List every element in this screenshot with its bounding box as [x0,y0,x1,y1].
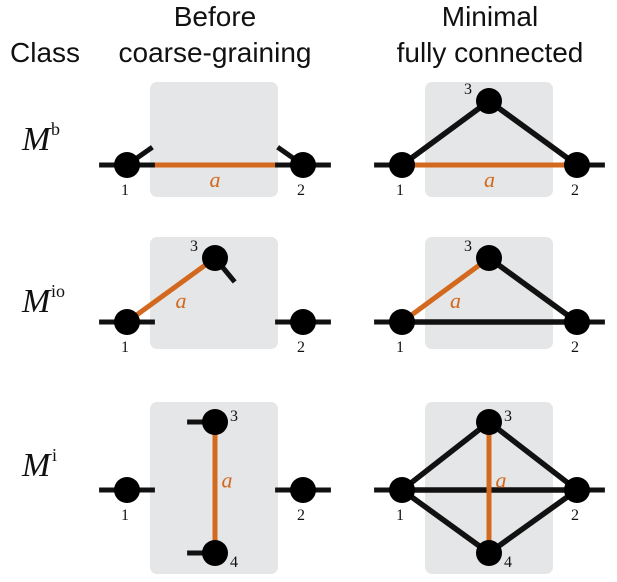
node-label-io-minimal-3: 3 [464,238,472,255]
panel-io-before [150,237,278,349]
edge-label-i-minimal: a [496,468,507,493]
class-label-i: M i [21,445,57,484]
node-i-minimal-1 [389,477,415,503]
edge-i-minimal-3-2 [487,419,579,493]
header-before-line1: Before [174,1,257,32]
node-i-minimal-4 [476,540,502,566]
node-label-io-minimal-1: 1 [396,339,404,356]
header-minimal-line2: fully connected [397,37,584,68]
stub-b-before-1-2 [134,145,154,161]
edge-label-b-minimal: a [484,167,495,192]
label-layer: a 1 2 a 1 2 3 a 1 2 3 a 1 2 3 a 1 2 3 4 a 1 2 3 4 [121,81,579,571]
node-label-io-before-3: 3 [190,238,198,255]
edge-label-i-before: a [222,468,233,493]
edge-i-minimal-1-3 [400,419,491,493]
node-label-b-minimal-3: 3 [464,81,472,98]
node-i-before-2 [290,477,316,503]
header-before-line2: coarse-graining [119,37,312,68]
node-io-before-1 [114,309,140,335]
svg-text:M: M [21,121,52,158]
node-label-io-before-2: 2 [297,339,305,356]
node-i-before-3 [202,409,228,435]
panel-b-minimal [425,82,553,197]
edge-label-b-before: a [210,167,221,192]
node-io-before-2 [290,309,316,335]
node-label-i-before-3: 3 [230,408,238,425]
svg-text:i: i [52,445,57,465]
node-layer [114,88,590,566]
node-b-minimal-3 [476,88,502,114]
node-b-before-2 [290,152,316,178]
stub-io-before-3-4 [220,264,237,284]
node-label-i-before-1: 1 [121,507,129,524]
node-label-i-minimal-1: 1 [396,507,404,524]
svg-text:b: b [51,119,60,139]
panel-b-before [150,82,278,197]
node-label-b-minimal-2: 2 [571,182,579,199]
header-minimal-line1: Minimal [442,1,538,32]
edge-label-io-minimal: a [450,288,461,313]
edge-i-minimal-1-4 [400,487,491,556]
node-io-minimal-2 [564,309,590,335]
edge-label-io-before: a [176,288,187,313]
edge-io-minimal-1-3 [400,255,491,325]
node-label-i-minimal-3: 3 [504,408,512,425]
stub-b-before-2-5 [276,145,296,161]
edge-io-minimal-3-2 [487,255,579,325]
svg-text:M: M [21,447,52,484]
node-label-io-minimal-2: 2 [571,339,579,356]
edge-b-minimal-1-3 [400,98,491,168]
svg-text:M: M [21,283,52,320]
class-label-io: M io [21,281,65,320]
svg-text:io: io [51,281,65,301]
edge-i-minimal-4-2 [487,487,579,556]
edge-layer [125,98,579,556]
node-i-minimal-2 [564,477,590,503]
node-io-before-3 [202,245,228,271]
node-io-minimal-3 [476,245,502,271]
node-label-b-minimal-1: 1 [396,182,404,199]
node-i-before-1 [114,477,140,503]
node-label-b-before-2: 2 [297,182,305,199]
node-label-i-minimal-4: 4 [504,554,512,571]
node-io-minimal-1 [389,309,415,335]
node-b-before-1 [114,152,140,178]
node-b-minimal-2 [564,152,590,178]
header-class: Class [10,37,80,68]
node-label-io-before-1: 1 [121,339,129,356]
edge-b-minimal-3-2 [487,98,579,168]
node-i-minimal-3 [476,409,502,435]
node-label-b-before-1: 1 [121,182,129,199]
edge-io-before-1-3 [125,255,217,325]
stub-layer [99,145,605,556]
node-label-i-minimal-2: 2 [571,507,579,524]
class-label-b: M b [21,119,60,158]
node-b-minimal-1 [389,152,415,178]
node-i-before-4 [202,540,228,566]
node-label-i-before-4: 4 [230,554,238,571]
node-label-i-before-2: 2 [297,507,305,524]
